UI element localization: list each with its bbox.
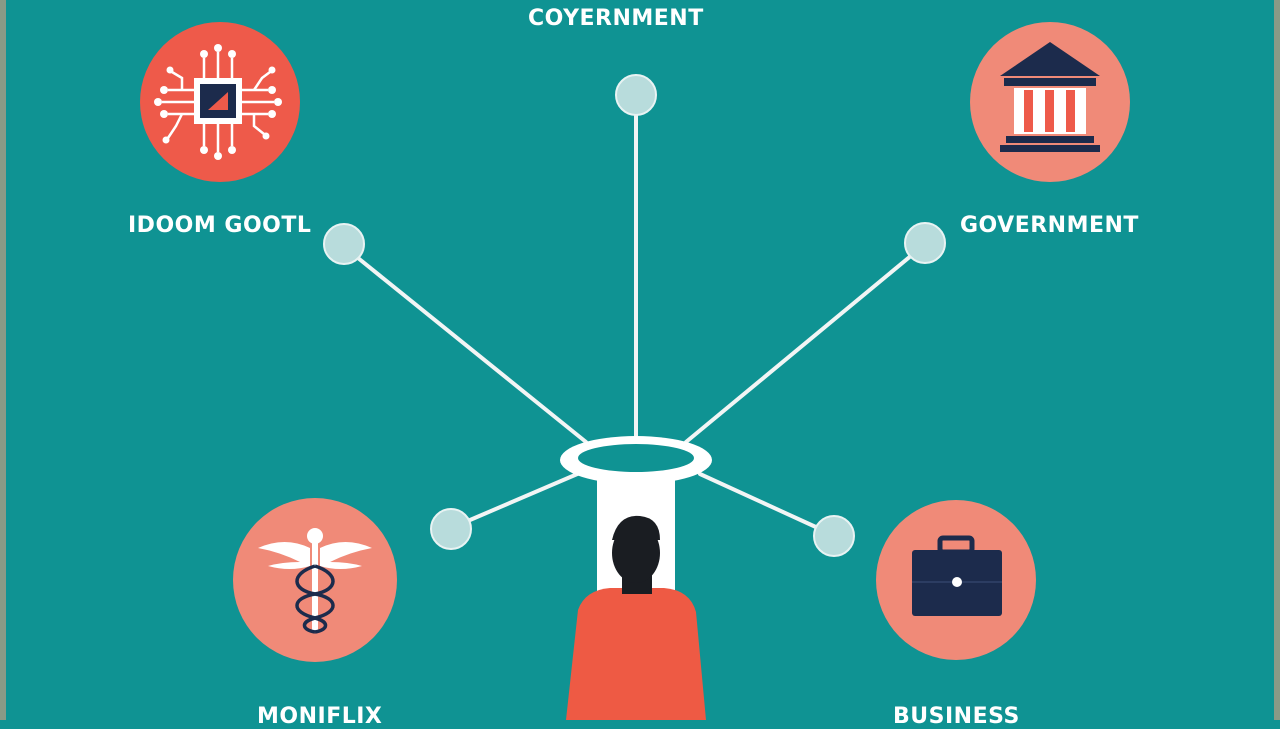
bank-columns <box>1024 90 1075 132</box>
person-shirt <box>566 588 706 720</box>
line-lower-left <box>468 470 584 522</box>
label-left: IDOOM GOOTL <box>128 213 312 238</box>
line-upper-left <box>356 256 588 444</box>
caduceus-icon <box>233 498 397 662</box>
circuit-traces <box>162 52 274 152</box>
briefcase-icon <box>876 500 1036 660</box>
serpent-left <box>295 564 335 634</box>
bank-step-1 <box>1006 136 1094 143</box>
node-lower-left[interactable] <box>430 508 472 550</box>
serpent-right <box>295 564 335 634</box>
label-right: GOVERNMENT <box>960 213 1139 238</box>
frame-left-edge <box>0 0 6 720</box>
bank-step-2 <box>1000 145 1100 152</box>
briefcase-clasp <box>952 577 962 587</box>
chip-mark <box>208 92 228 110</box>
wing-left <box>258 542 310 569</box>
person-hair <box>612 515 660 540</box>
staff-top <box>307 528 323 544</box>
staff-rod <box>312 540 318 632</box>
bank-entablature <box>1004 78 1096 86</box>
circuit-chip-icon <box>140 22 300 182</box>
node-lower-right[interactable] <box>813 515 855 557</box>
label-top: COYERNMENT <box>528 6 704 31</box>
node-upper-right[interactable] <box>904 222 946 264</box>
label-bottom-left: MONIFLIX <box>257 704 383 729</box>
connector-lines <box>356 113 914 530</box>
node-top[interactable] <box>615 74 657 116</box>
person-figure <box>566 515 706 720</box>
connector-nodes <box>323 74 946 557</box>
line-upper-right <box>684 253 914 444</box>
label-bottom-right: BUSINESS <box>893 704 1020 729</box>
frame-right-edge <box>1274 0 1280 720</box>
circuit-pads <box>154 44 282 160</box>
bank-building-icon <box>970 22 1130 182</box>
bank-roof <box>1000 42 1100 76</box>
wing-right <box>320 542 372 569</box>
hub-ring-inner <box>578 444 694 472</box>
line-lower-right <box>698 472 820 530</box>
node-upper-left[interactable] <box>323 223 365 265</box>
